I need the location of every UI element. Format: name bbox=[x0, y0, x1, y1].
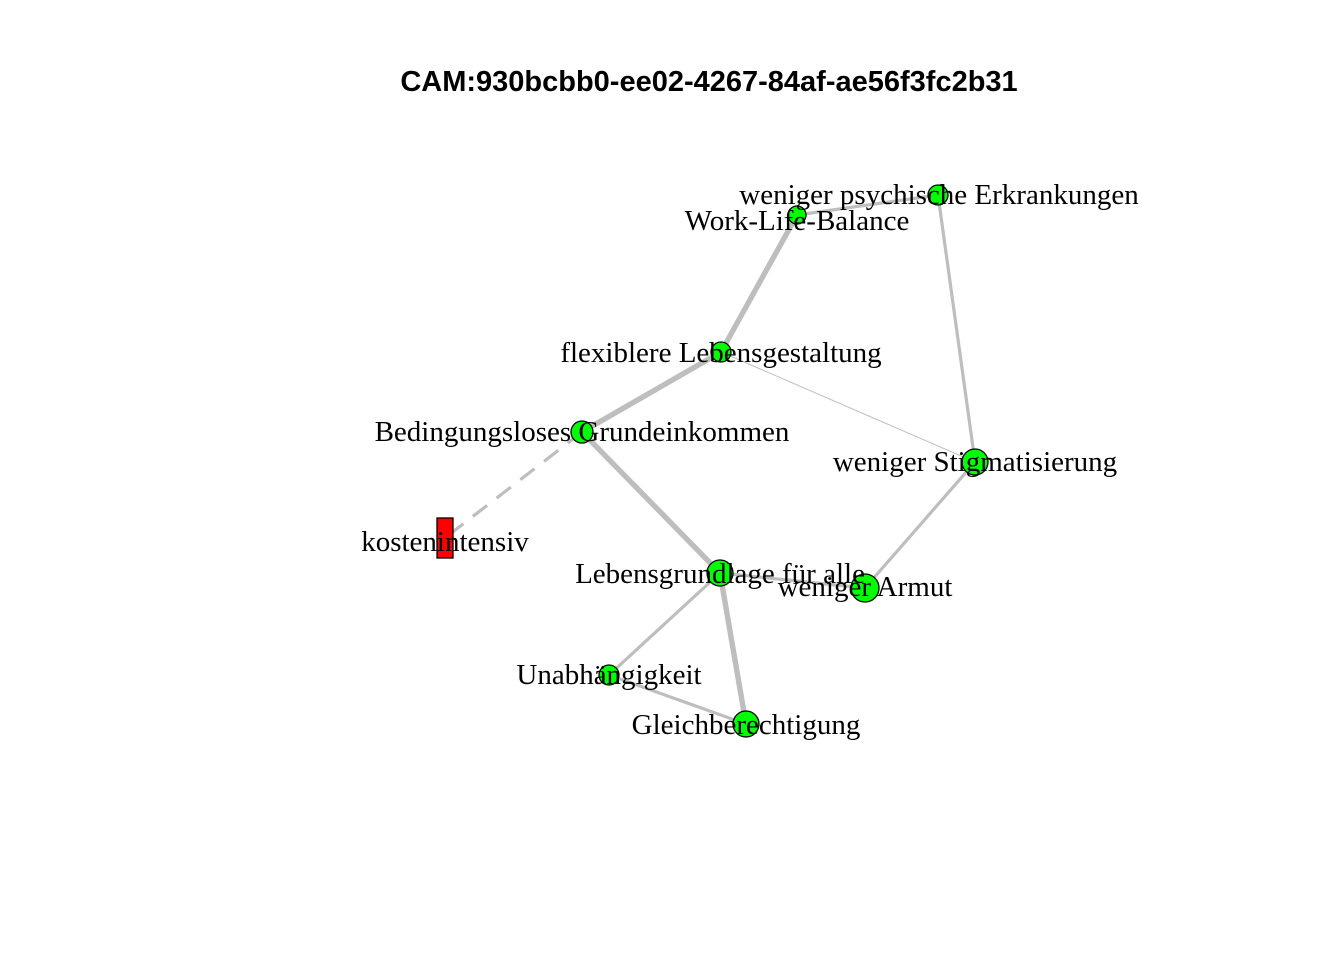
node-label-weniger-stigmatisierung: weniger Stigmatisierung bbox=[833, 446, 1117, 478]
labels-layer: weniger psychische ErkrankungenWork-Life… bbox=[361, 179, 1139, 741]
node-label-weniger-armut: weniger Armut bbox=[778, 571, 953, 603]
node-label-bedingungsloses-grundeinkommen: Bedingungsloses Grundeinkommen bbox=[375, 416, 790, 448]
edge-weniger-armut-to-weniger-stigmatisierung bbox=[863, 460, 977, 590]
node-weniger-stigmatisierung[interactable] bbox=[961, 448, 989, 476]
node-label-unabhaengigkeit: Unabhängigkeit bbox=[516, 659, 701, 691]
node-label-flexiblere-lebensgestaltung: flexiblere Lebensgestaltung bbox=[560, 337, 881, 369]
edge-weniger-psychische-erkrankungen-to-weniger-stigmatisierung bbox=[936, 194, 977, 463]
node-flexiblere-lebensgestaltung[interactable] bbox=[710, 341, 732, 363]
edge-flexiblere-lebensgestaltung-to-weniger-stigmatisierung bbox=[720, 351, 976, 463]
edge-flexiblere-lebensgestaltung-to-work-life-balance bbox=[718, 213, 800, 354]
node-lebensgrundlage-fuer-alle[interactable] bbox=[706, 559, 734, 587]
node-work-life-balance[interactable] bbox=[787, 205, 807, 225]
node-unabhaengigkeit[interactable] bbox=[598, 664, 620, 686]
node-label-lebensgrundlage-fuer-alle: Lebensgrundlage für alle bbox=[575, 558, 865, 590]
edge-work-life-balance-to-weniger-psychische-erkrankungen bbox=[796, 193, 939, 217]
node-kostenintensiv[interactable] bbox=[436, 517, 454, 559]
node-gleichberechtigung[interactable] bbox=[732, 710, 760, 738]
node-label-weniger-psychische-erkrankungen: weniger psychische Erkrankungen bbox=[739, 179, 1139, 211]
node-bedingungsloses-grundeinkommen[interactable] bbox=[570, 420, 594, 444]
edge-lebensgrundlage-fuer-alle-to-weniger-armut bbox=[719, 571, 866, 590]
nodes-layer bbox=[436, 184, 989, 738]
node-label-gleichberechtigung: Gleichberechtigung bbox=[632, 709, 861, 741]
node-weniger-psychische-erkrankungen[interactable] bbox=[927, 184, 949, 206]
node-label-work-life-balance: Work-Life-Balance bbox=[685, 205, 910, 237]
edge-unabhaengigkeit-to-gleichberechtigung bbox=[608, 673, 747, 726]
edge-lebensgrundlage-fuer-alle-to-gleichberechtigung bbox=[717, 572, 749, 725]
diagram-title: CAM:930bcbb0-ee02-4267-84af-ae56f3fc2b31 bbox=[400, 66, 1017, 98]
edges-layer bbox=[444, 193, 977, 726]
node-weniger-armut[interactable] bbox=[850, 573, 880, 603]
edge-lebensgrundlage-fuer-alle-to-unabhaengigkeit bbox=[607, 571, 722, 677]
edge-bedingungsloses-grundeinkommen-to-flexiblere-lebensgestaltung bbox=[580, 349, 723, 435]
node-label-kostenintensiv: kostenintensiv bbox=[361, 526, 529, 558]
edge-bedingungsloses-grundeinkommen-to-lebensgrundlage-fuer-alle bbox=[580, 430, 722, 575]
